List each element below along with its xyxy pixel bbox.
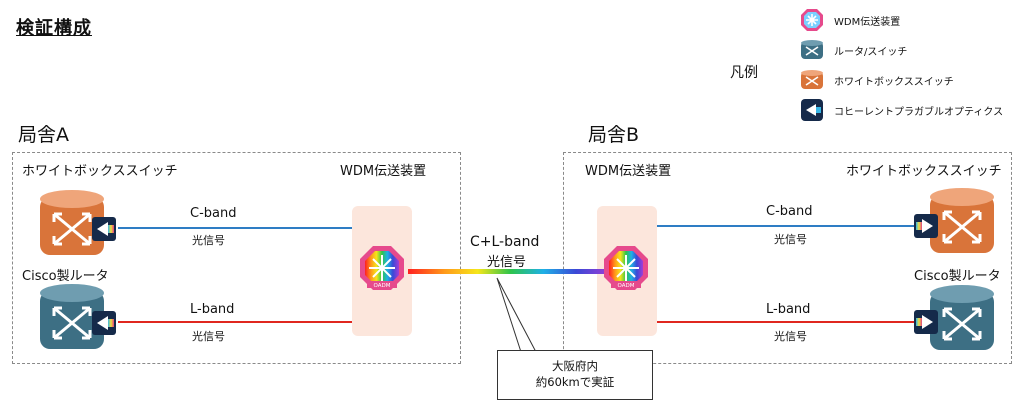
site-b-wdm-icon: [604, 246, 648, 290]
legend-label: コヒーレントプラガブルオプティクス: [834, 106, 1004, 118]
distance-callout: 大阪府内 約60kmで実証: [497, 350, 653, 400]
site-b-optics-icon: [914, 310, 938, 334]
callout-line-1: 大阪府内: [552, 359, 598, 373]
site-a-l-band-label: L-band: [190, 302, 235, 317]
site-a-optics-icon: [92, 311, 116, 335]
callout-pointer: [496, 277, 537, 353]
c-l-band-link: [408, 269, 613, 274]
switch-icon: [801, 70, 823, 89]
wdm-icon: [801, 9, 823, 31]
site-b-c-band-label: C-band: [766, 204, 813, 219]
site-b-l-signal-label: 光信号: [774, 330, 807, 343]
optics-icon: [801, 99, 823, 121]
site-a-wdm-badge: OADM: [374, 283, 391, 289]
legend-label: ルータ/スイッチ: [834, 46, 908, 58]
legend-item-wdm: WDM伝送装置: [800, 6, 1000, 34]
site-b-box: [563, 152, 1012, 364]
site-b-l-band-label: L-band: [766, 302, 811, 317]
site-a-router-label: Cisco製ルータ: [22, 269, 109, 284]
site-a-router-icon: [40, 284, 104, 349]
legend-label: WDM伝送装置: [834, 16, 901, 28]
site-b-switch-label: ホワイトボックススイッチ: [846, 164, 1002, 179]
legend-item-router: ルータ/スイッチ: [800, 36, 1000, 64]
legend-label: ホワイトボックススイッチ: [834, 76, 954, 88]
site-b-wdm-badge: OADM: [618, 283, 635, 289]
site-a-box: [12, 152, 461, 364]
site-a-label: 局舎A: [18, 124, 69, 146]
site-b-c-signal-label: 光信号: [774, 233, 807, 246]
callout-line-2: 約60kmで実証: [535, 375, 615, 389]
site-b-router-icon: [930, 285, 994, 350]
site-a-switch-label: ホワイトボックススイッチ: [22, 164, 178, 179]
link-signal-label: 光信号: [487, 255, 527, 270]
site-a-l-signal-label: 光信号: [192, 330, 225, 343]
site-b-optics-icon: [914, 214, 938, 238]
site-b-label: 局舎B: [588, 124, 640, 146]
legend-item-optics: コヒーレントプラガブルオプティクス: [800, 96, 1010, 124]
link-band-label: C+L-band: [470, 234, 540, 250]
router-icon: [801, 40, 823, 59]
site-a-wdm-icon: [360, 246, 404, 290]
legend-item-switch: ホワイトボックススイッチ: [800, 66, 1000, 94]
legend-heading: 凡例: [730, 65, 758, 81]
site-a-switch-icon: [40, 190, 104, 255]
site-a-wdm-label: WDM伝送装置: [340, 164, 427, 179]
page-title: 検証構成: [16, 18, 92, 39]
site-a-c-signal-label: 光信号: [192, 234, 225, 247]
site-b-switch-icon: [930, 188, 994, 253]
site-a-optics-icon: [92, 217, 116, 241]
site-b-wdm-label: WDM伝送装置: [585, 164, 672, 179]
site-b-router-label: Cisco製ルータ: [914, 269, 1001, 284]
site-a-c-band-label: C-band: [190, 206, 237, 221]
